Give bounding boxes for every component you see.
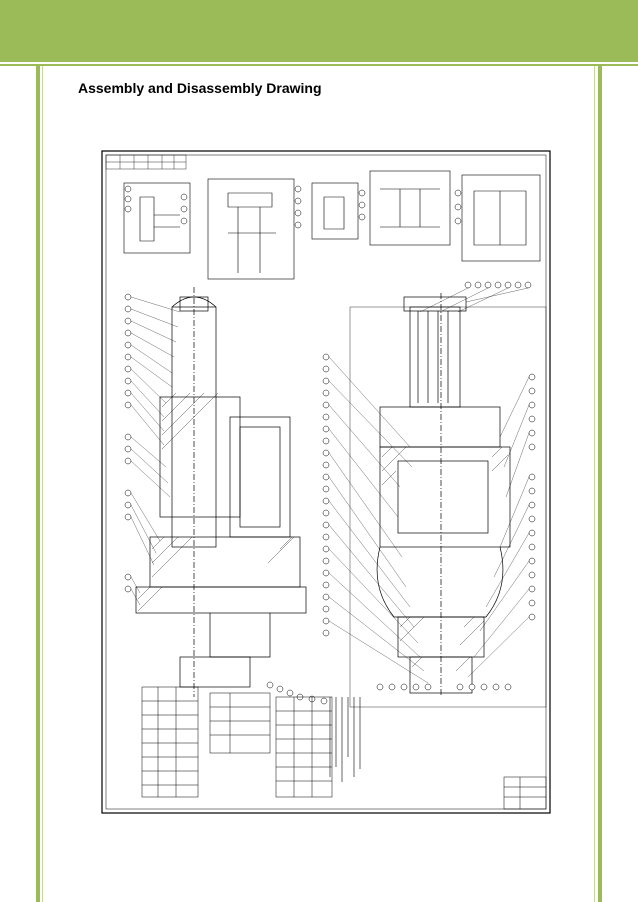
right-balloon-column xyxy=(528,373,536,621)
left-section-hatch xyxy=(137,392,295,612)
converging-leader-lines xyxy=(328,287,530,684)
left-balloon-column xyxy=(124,293,132,593)
header-rule xyxy=(0,64,638,66)
left-section-view xyxy=(135,287,307,697)
right-balloon-row-top xyxy=(464,281,532,289)
right-border-line xyxy=(594,66,595,902)
detail-balloons xyxy=(124,185,462,229)
right-section-view xyxy=(349,293,547,708)
left-border-line xyxy=(42,66,43,902)
right-border-bar xyxy=(598,66,602,902)
left-border-bar xyxy=(36,66,40,902)
title-block xyxy=(503,776,547,810)
drawing-frame xyxy=(101,150,551,814)
header-band xyxy=(0,0,638,62)
middle-balloon-column xyxy=(322,353,330,637)
assembly-drawing-image xyxy=(80,137,560,817)
parts-list-table xyxy=(141,686,333,798)
right-section-hatch xyxy=(381,446,509,672)
page-heading: Assembly and Disassembly Drawing xyxy=(78,80,322,96)
notes-block xyxy=(329,697,361,782)
assembly-drawing-svg xyxy=(101,150,551,814)
corner-title-strip xyxy=(105,154,187,170)
detail-views xyxy=(123,170,541,280)
left-leader-lines xyxy=(130,296,181,606)
bottom-balloon-row xyxy=(266,681,512,705)
